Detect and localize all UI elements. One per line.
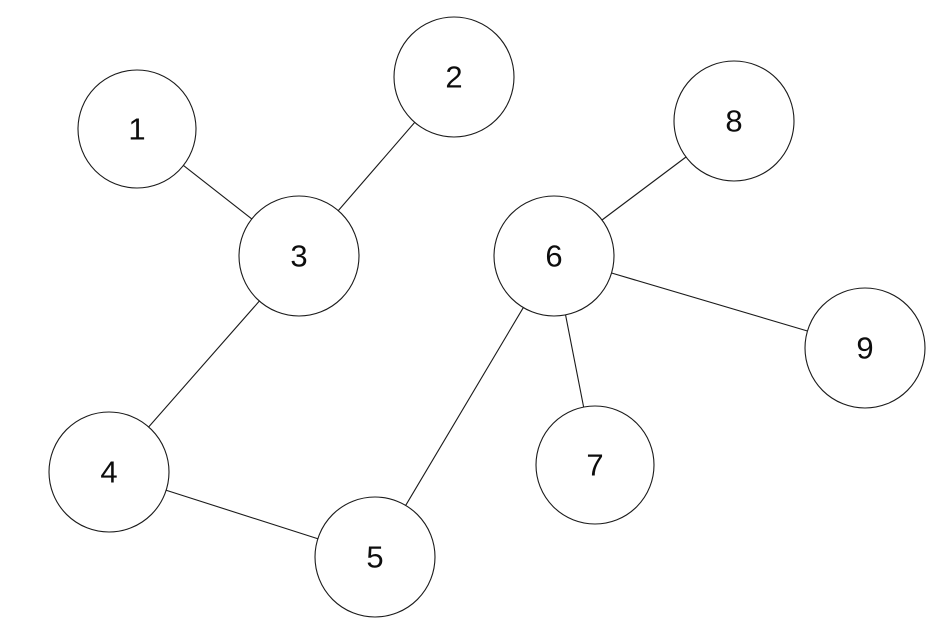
graph-edge-3-4[interactable]: [148, 300, 260, 428]
node-circle-3[interactable]: [238, 195, 360, 317]
node-label-1: 1: [128, 112, 145, 147]
node-label-2: 2: [445, 60, 462, 95]
graph-node-7[interactable]: 7: [535, 405, 655, 525]
node-circle-1[interactable]: [77, 69, 197, 189]
node-label-9: 9: [856, 331, 873, 366]
node-label-8: 8: [725, 104, 742, 139]
graph-edge-6-7[interactable]: [564, 314, 585, 408]
node-circle-4[interactable]: [48, 411, 170, 533]
graph-node-4[interactable]: 4: [48, 411, 170, 533]
node-label-5: 5: [366, 540, 383, 575]
node-circle-8[interactable]: [673, 60, 795, 182]
graph-node-3[interactable]: 3: [238, 195, 360, 317]
node-label-6: 6: [545, 239, 562, 274]
edge-layer: [148, 121, 809, 540]
graph-node-9[interactable]: 9: [804, 287, 926, 409]
node-circle-5[interactable]: [314, 496, 436, 618]
graph-edge-6-8[interactable]: [601, 156, 687, 221]
node-label-7: 7: [586, 448, 603, 483]
graph-edge-5-6[interactable]: [405, 307, 524, 506]
graph-node-1[interactable]: 1: [77, 69, 197, 189]
graph-edge-1-3[interactable]: [182, 164, 253, 220]
graph-node-8[interactable]: 8: [673, 60, 795, 182]
node-layer: 1 2 3 4 5 6 7 8 9: [48, 16, 926, 618]
node-circle-2[interactable]: [393, 16, 515, 138]
node-circle-6[interactable]: [493, 195, 615, 317]
graph-node-2[interactable]: 2: [393, 16, 515, 138]
graph-edge-2-3[interactable]: [337, 121, 416, 212]
node-label-3: 3: [290, 239, 307, 274]
graph-node-6[interactable]: 6: [493, 195, 615, 317]
graph-edge-6-9[interactable]: [610, 272, 809, 332]
node-label-4: 4: [100, 455, 117, 490]
graph-edge-4-5[interactable]: [165, 489, 319, 540]
node-circle-9[interactable]: [804, 287, 926, 409]
graph-node-5[interactable]: 5: [314, 496, 436, 618]
node-circle-7[interactable]: [535, 405, 655, 525]
